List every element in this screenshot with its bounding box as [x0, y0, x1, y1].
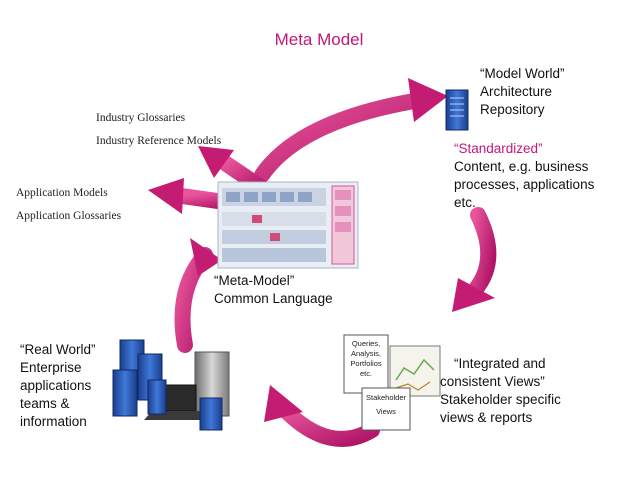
queries-line: Queries, — [351, 339, 381, 348]
real-world-line: “Real World” — [20, 342, 96, 357]
meta-model-label: “Meta-Model” Common Language — [214, 272, 333, 308]
meta-model-line: “Meta-Model” — [214, 273, 295, 288]
enterprise-servers-icon — [112, 339, 230, 431]
meta-model-line: Common Language — [214, 291, 333, 306]
industry-label: Industry Glossaries Industry Reference M… — [96, 107, 221, 153]
arrow-to-meta-model — [174, 238, 222, 353]
model-world-line: Architecture — [480, 84, 553, 99]
standardized-line: etc. — [454, 195, 476, 210]
integrated-label: “Integrated and consistent Views” Stakeh… — [440, 355, 561, 427]
queries-line: etc. — [359, 369, 373, 378]
arrow-to-repository — [254, 78, 448, 183]
industry-line: Industry Glossaries — [96, 112, 186, 124]
queries-document: Queries, Analysis, Portfolios etc. — [344, 339, 388, 379]
application-line: Application Models — [16, 187, 108, 199]
arrow-to-real-world — [264, 385, 380, 447]
application-line: Application Glossaries — [16, 210, 122, 222]
standardized-label: Content, e.g. business processes, applic… — [454, 158, 594, 212]
integrated-line: Stakeholder specific — [440, 392, 561, 407]
real-world-line: applications — [20, 378, 92, 393]
real-world-line: information — [20, 414, 87, 429]
repository-server-icon — [445, 89, 469, 131]
real-world-line: teams & — [20, 396, 70, 411]
arrow-to-views — [452, 207, 497, 312]
page-title: Meta Model — [274, 30, 364, 49]
real-world-label: “Real World” Enterprise applications tea… — [20, 341, 96, 431]
queries-line: Analysis, — [350, 349, 381, 358]
stakeholder-line: Views — [376, 407, 396, 416]
stakeholder-document: Stakeholder Views — [362, 391, 410, 419]
industry-line: Industry Reference Models — [96, 135, 222, 147]
queries-line: Portfolios — [350, 359, 382, 368]
model-world-line: Repository — [480, 102, 545, 117]
meta-model-diagram — [217, 181, 359, 269]
real-world-line: Enterprise — [20, 360, 82, 375]
integrated-line: “Integrated and — [454, 356, 546, 371]
application-label: Application Models Application Glossarie… — [16, 182, 121, 228]
integrated-line: views & reports — [440, 410, 533, 425]
stakeholder-line: Stakeholder — [365, 393, 407, 402]
documents-icon — [343, 334, 441, 431]
model-world-line: “Model World” — [480, 66, 565, 81]
model-world-label: “Model World” Architecture Repository — [480, 65, 565, 119]
integrated-line: consistent Views” — [440, 374, 545, 389]
standardized-line: processes, applications — [454, 177, 595, 192]
standardized-heading: “Standardized” — [454, 141, 543, 156]
standardized-line: Content, e.g. business — [454, 159, 589, 174]
